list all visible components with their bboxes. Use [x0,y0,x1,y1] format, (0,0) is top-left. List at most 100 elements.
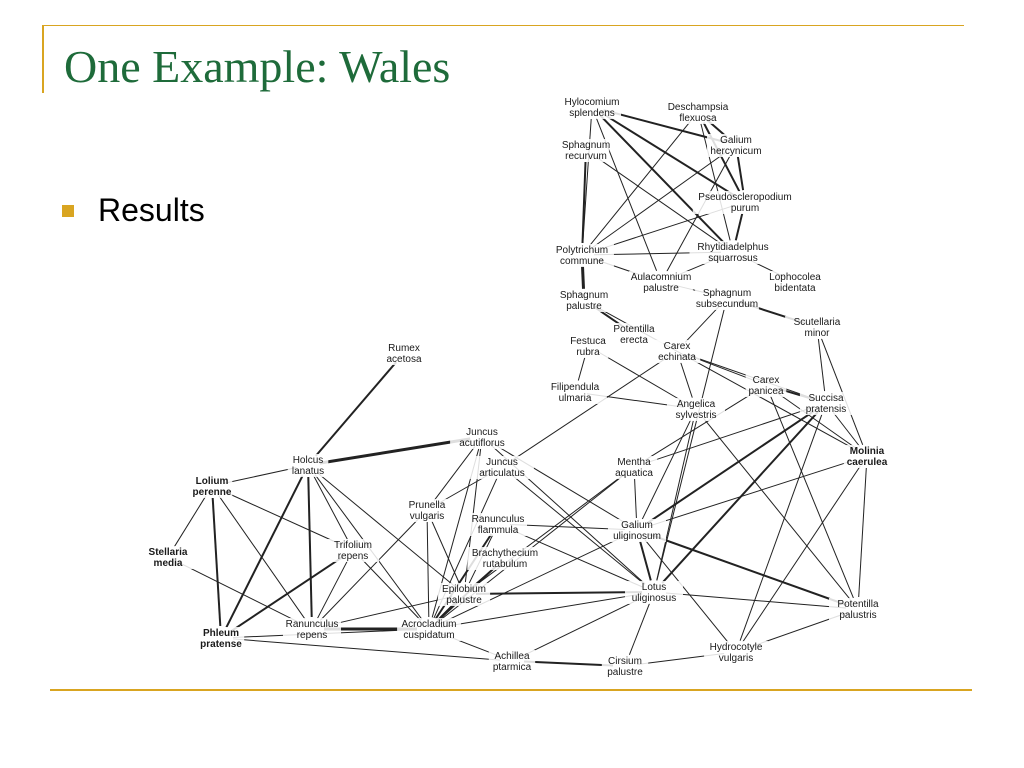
label-halo [562,139,610,162]
label-halo [287,454,329,477]
species-label-line: Deschampsia [668,102,729,113]
association-edge-succisa-lotus [661,411,819,584]
label-halo [843,445,891,468]
slide-title: One Example: Wales [64,41,451,92]
label-halo [470,456,534,479]
association-edge-polytrichum-sph_palustre [581,266,585,289]
species-label-line: Aulacomnium [631,272,692,283]
association-edge-scutellaria-molinia [820,338,864,445]
label-halo [766,271,824,294]
species-label-line: flammula [478,525,519,536]
label-halo [141,546,195,569]
label-halo [567,335,609,358]
association-edge-molinia-potentilla_p [858,467,867,598]
label-halo [543,381,607,404]
species-label-line: Rumex [388,343,420,354]
species-label-line: echinata [658,352,696,363]
species-label-line: Lolium [196,476,229,487]
bullet-item: Results [62,192,205,229]
species-label-line: Phleum [203,628,239,639]
association-edge-galium_u-hydrocotyle [644,538,729,644]
species-label-line: Brachythecium [472,548,538,559]
species-label-line: acutiflorus [459,438,505,449]
association-edge-succisa-hydrocotyle [739,414,823,641]
label-halo [610,456,658,479]
association-edge-carex_ech-juncus_art [511,357,668,461]
species-label-line: articulatus [479,468,525,479]
species-label-line: panicea [748,386,783,397]
label-halo [608,519,666,542]
association-edge-holcus-juncus_acu [319,437,471,465]
species-label-line: repens [338,551,369,562]
species-label-line: Trifolium [334,540,372,551]
association-edge-angelica-galium_u [641,419,692,520]
species-label-line: Sphagnum [562,140,610,151]
association-edge-festuca-angelica [598,351,686,404]
species-label-line: Rhytidiadelphus [697,242,768,253]
association-edge-carex_pan-mentha [643,390,757,462]
species-label-line: subsecundum [696,299,758,310]
species-label-line: Ranunculus [472,514,525,525]
species-label-line: palustre [643,283,679,294]
association-edge-holcus-trifolium [313,475,348,540]
association-edge-prunella-ranunculus_r [319,518,420,621]
species-label-line: Scutellaria [794,317,841,328]
association-edge-prunella-acrocladium [426,521,430,618]
species-label-line: Achillea [494,651,529,662]
species-label-line: Juncus [486,457,518,468]
left-rule [42,25,44,93]
association-edge-succisa-galium_u [646,408,817,525]
species-label-line: Potentilla [837,599,879,610]
species-label-line: lanatus [292,466,324,477]
label-halo [829,598,887,621]
association-edge-galium_h-polytrichum [591,151,727,249]
association-edge-epilobium-lotus [475,591,643,595]
bullet-text: Results [98,192,205,228]
association-edge-galium_u-acrocladium [439,534,627,625]
association-edge-sph_recurvum-polytrichum [581,161,587,244]
label-halo [191,475,233,498]
label-halo [666,101,730,124]
species-label-line: purum [731,203,759,214]
association-edge-rumex-holcus [315,361,397,457]
species-label-line: uliginosus [632,593,676,604]
label-halo [469,513,527,536]
species-label-line: Succisa [808,393,843,404]
square-bullet-icon [62,204,74,217]
species-label-line: minor [804,328,830,339]
association-edge-succisa-molinia [832,412,861,447]
association-edge-filipendula-festuca [577,357,586,381]
association-edge-juncus_acu-galium_u [492,442,627,525]
species-label-line: sylvestris [675,410,716,421]
association-edge-galium_u-potentilla_p [647,533,848,606]
label-halo [467,547,543,570]
association-edge-trifolium-phleum [230,555,344,633]
association-edge-lolium-ranunculus_r [218,495,306,620]
label-halo [625,581,683,604]
association-edge-juncus_art-lotus [510,474,646,585]
top-rule [42,25,964,26]
species-label-line: Mentha [617,457,651,468]
association-edge-stellaria-ranunculus_r [178,561,302,625]
species-label-line: erecta [620,335,648,346]
label-halo [704,641,768,664]
label-halo [437,583,491,606]
association-edge-holcus-phleum [225,475,304,628]
label-halo [692,191,798,214]
species-label-line: ulmaria [559,393,592,404]
